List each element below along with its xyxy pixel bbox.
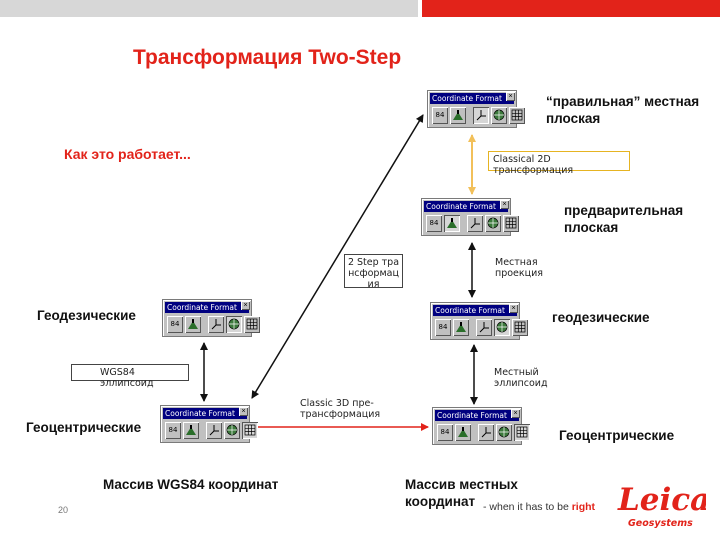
close-icon[interactable]: × [500, 200, 509, 209]
tagline-prefix: - when it has to be [483, 501, 572, 513]
coordinate-format-window-geodetic-right[interactable]: Coordinate Format × 84 [430, 302, 528, 340]
close-icon[interactable]: × [511, 409, 520, 418]
window-title: Coordinate Format [165, 302, 249, 313]
globe-grid-icon[interactable] [496, 424, 512, 441]
close-icon[interactable]: × [239, 407, 248, 416]
globe-grid-icon[interactable] [485, 215, 501, 232]
surveyor-icon[interactable] [185, 316, 201, 333]
globe-grid-icon[interactable] [491, 107, 507, 124]
label-geodetic-right: геодезические [552, 310, 650, 325]
globe-grid-icon[interactable] [494, 319, 510, 336]
leica-wordmark: Leica [617, 482, 706, 518]
coordinate-format-window-prelim-plane[interactable]: Coordinate Format × 84 [421, 198, 519, 236]
close-icon[interactable]: × [509, 304, 518, 313]
axes-icon[interactable] [206, 422, 222, 439]
globe-84-icon[interactable]: 84 [432, 107, 448, 124]
window-title: Coordinate Format [163, 408, 247, 419]
label-geodetic-left: Геодезические [37, 308, 136, 323]
window-title: Coordinate Format [430, 93, 514, 104]
axes-icon[interactable] [478, 424, 494, 441]
grid-icon[interactable] [512, 319, 528, 336]
coordinate-format-window-right-plane[interactable]: Coordinate Format × 84 [427, 90, 525, 128]
globe-84-icon[interactable]: 84 [426, 215, 442, 232]
grid-icon[interactable] [242, 422, 258, 439]
globe-grid-icon[interactable] [224, 422, 240, 439]
globe-grid-icon[interactable] [226, 316, 242, 333]
surveyor-icon[interactable] [450, 107, 466, 124]
label-geocentric-left: Геоцентрические [26, 420, 142, 435]
globe-84-icon[interactable]: 84 [437, 424, 453, 441]
classical-2d-box: Classical 2D трансформация [488, 151, 630, 176]
label-wgs84-array: Массив WGS84 координат [103, 477, 279, 492]
close-icon[interactable]: × [506, 92, 515, 101]
grid-icon[interactable] [514, 424, 530, 441]
window-title: Coordinate Format [433, 305, 517, 316]
page-number: 20 [58, 505, 69, 515]
two-step-box: 2 Step трансформация [344, 254, 403, 288]
grid-icon[interactable] [503, 215, 519, 232]
tagline-emphasis: right [571, 501, 596, 513]
label-prelim-plane: предварительная плоская [564, 203, 684, 235]
close-icon[interactable]: × [241, 301, 250, 310]
axes-icon[interactable] [473, 107, 489, 124]
window-title: Coordinate Format [435, 410, 519, 421]
header-bar-red [422, 0, 720, 17]
axes-icon[interactable] [476, 319, 492, 336]
label-right-plane: “правильная” местная плоская [546, 94, 700, 126]
globe-84-icon[interactable]: 84 [167, 316, 183, 333]
surveyor-icon[interactable] [455, 424, 471, 441]
axes-icon[interactable] [467, 215, 483, 232]
grid-icon[interactable] [244, 316, 260, 333]
annotation-local-projection: Местная проекция [495, 257, 543, 279]
how-it-works-heading: Как это работает... [64, 146, 191, 162]
coordinate-format-window-geocentric-right[interactable]: Coordinate Format × 84 [432, 407, 530, 445]
annotation-classic-3d: Classic 3D пре-трансформация [300, 398, 381, 420]
header-bar-gray [0, 0, 418, 17]
leica-logo: Leica Geosystems [616, 476, 710, 536]
wgs84-ellipsoid-box: WGS84 эллипсоид [71, 364, 189, 389]
surveyor-icon[interactable] [183, 422, 199, 439]
leica-subtitle: Geosystems [628, 518, 693, 529]
axes-icon[interactable] [208, 316, 224, 333]
grid-icon[interactable] [509, 107, 525, 124]
label-geocentric-right: Геоцентрические [559, 428, 675, 443]
surveyor-icon[interactable] [444, 215, 460, 232]
surveyor-icon[interactable] [453, 319, 469, 336]
annotation-local-ellipsoid: Местный эллипсоид [494, 367, 548, 389]
label-local-array: Массив местных координат [405, 477, 518, 509]
globe-84-icon[interactable]: 84 [165, 422, 181, 439]
globe-84-icon[interactable]: 84 [435, 319, 451, 336]
window-title: Coordinate Format [424, 201, 508, 212]
leica-logo-graphic: Leica Geosystems [617, 482, 710, 529]
arrow-two-step [251, 114, 424, 399]
coordinate-format-window-geocentric-left[interactable]: Coordinate Format × 84 [160, 405, 258, 443]
tagline: - when it has to be right [483, 501, 595, 513]
slide-title: Трансформация Two-Step [133, 46, 402, 69]
coordinate-format-window-geodetic-left[interactable]: Coordinate Format × 84 [162, 299, 260, 337]
